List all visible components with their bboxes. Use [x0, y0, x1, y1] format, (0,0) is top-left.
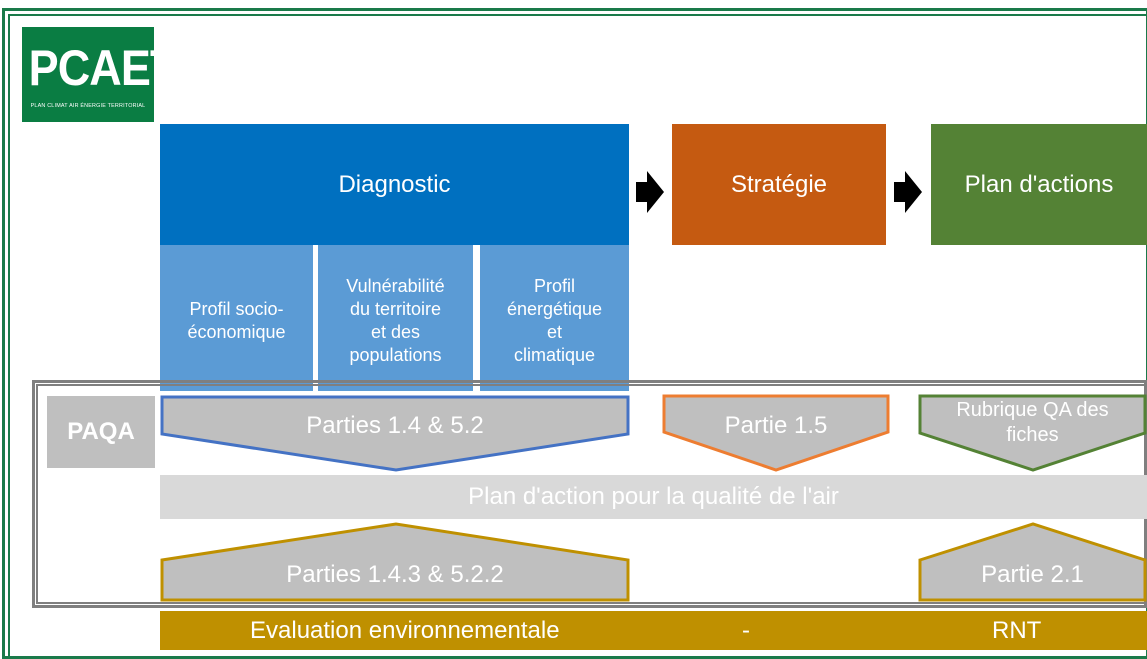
paqa-label-box: PAQA [47, 396, 155, 468]
part-line: Vulnérabilité [346, 276, 445, 296]
part-line: populations [349, 345, 442, 365]
diagnostic-label: Diagnostic [338, 170, 451, 198]
evaluation-plan-label: Partie 2.1 [981, 561, 1084, 588]
diagnostic-part-vulnerabilite: Vulnérabilité du territoire et des popul… [318, 245, 473, 391]
diagnostic-part-socio-economique: Profil socio- économique [160, 245, 313, 391]
logo-subtitle: PLAN CLIMAT AIR ÉNERGIE TERRITORIAL [30, 103, 146, 109]
evaluation-bar-left: Evaluation environnementale [250, 617, 560, 644]
evaluation-diagnostic-pentagon [160, 522, 630, 602]
evaluation-diagnostic-label: Parties 1.4.3 & 5.2.2 [286, 561, 504, 588]
paqa-diagnostic-arrow [160, 395, 630, 472]
evaluation-bar-mid: - [742, 617, 750, 644]
part-line: énergétique [506, 299, 603, 319]
evaluation-bar: Evaluation environnementale - RNT [160, 611, 1147, 650]
pcaet-logo: PCAET PLAN CLIMAT AIR ÉNERGIE TERRITORIA… [22, 27, 178, 122]
paqa-strategie-label: Partie 1.5 [724, 412, 828, 439]
evaluation-plan-pentagon [918, 522, 1147, 602]
diagnostic-part-energetique: Profil énergétique et climatique [480, 245, 629, 391]
paqa-label: PAQA [67, 418, 135, 445]
paqa-plan-label: Rubrique QA des fiches [920, 398, 1145, 448]
part-line: et des [370, 322, 421, 342]
paqa-plan-line: Rubrique QA des [956, 399, 1109, 421]
paqa-bar-label: Plan d'action pour la qualité de l'air [468, 483, 839, 510]
part-line: économique [187, 322, 286, 342]
arrow-right-icon [894, 171, 922, 213]
evaluation-bar-right: RNT [992, 617, 1042, 644]
paqa-diagnostic-label: Parties 1.4 & 5.2 [306, 412, 484, 439]
part-line: Profil socio- [189, 299, 284, 319]
part-line: climatique [513, 345, 596, 365]
part-line: Profil [533, 276, 575, 296]
strategie-box: Stratégie [672, 124, 886, 245]
part-line: du territoire [349, 299, 442, 319]
paqa-plan-arrow [918, 394, 1147, 472]
plan-actions-label: Plan d'actions [964, 170, 1114, 198]
strategie-label: Stratégie [730, 170, 828, 198]
inner-frame [8, 14, 1147, 659]
paqa-strategie-arrow [662, 394, 890, 472]
diagnostic-box: Diagnostic [160, 124, 629, 245]
part-line: et [546, 322, 562, 342]
paqa-plan-line: fiches [1006, 424, 1059, 446]
arrow-right-icon [636, 171, 664, 213]
paqa-bar: Plan d'action pour la qualité de l'air [160, 475, 1147, 519]
plan-actions-box: Plan d'actions [931, 124, 1147, 245]
